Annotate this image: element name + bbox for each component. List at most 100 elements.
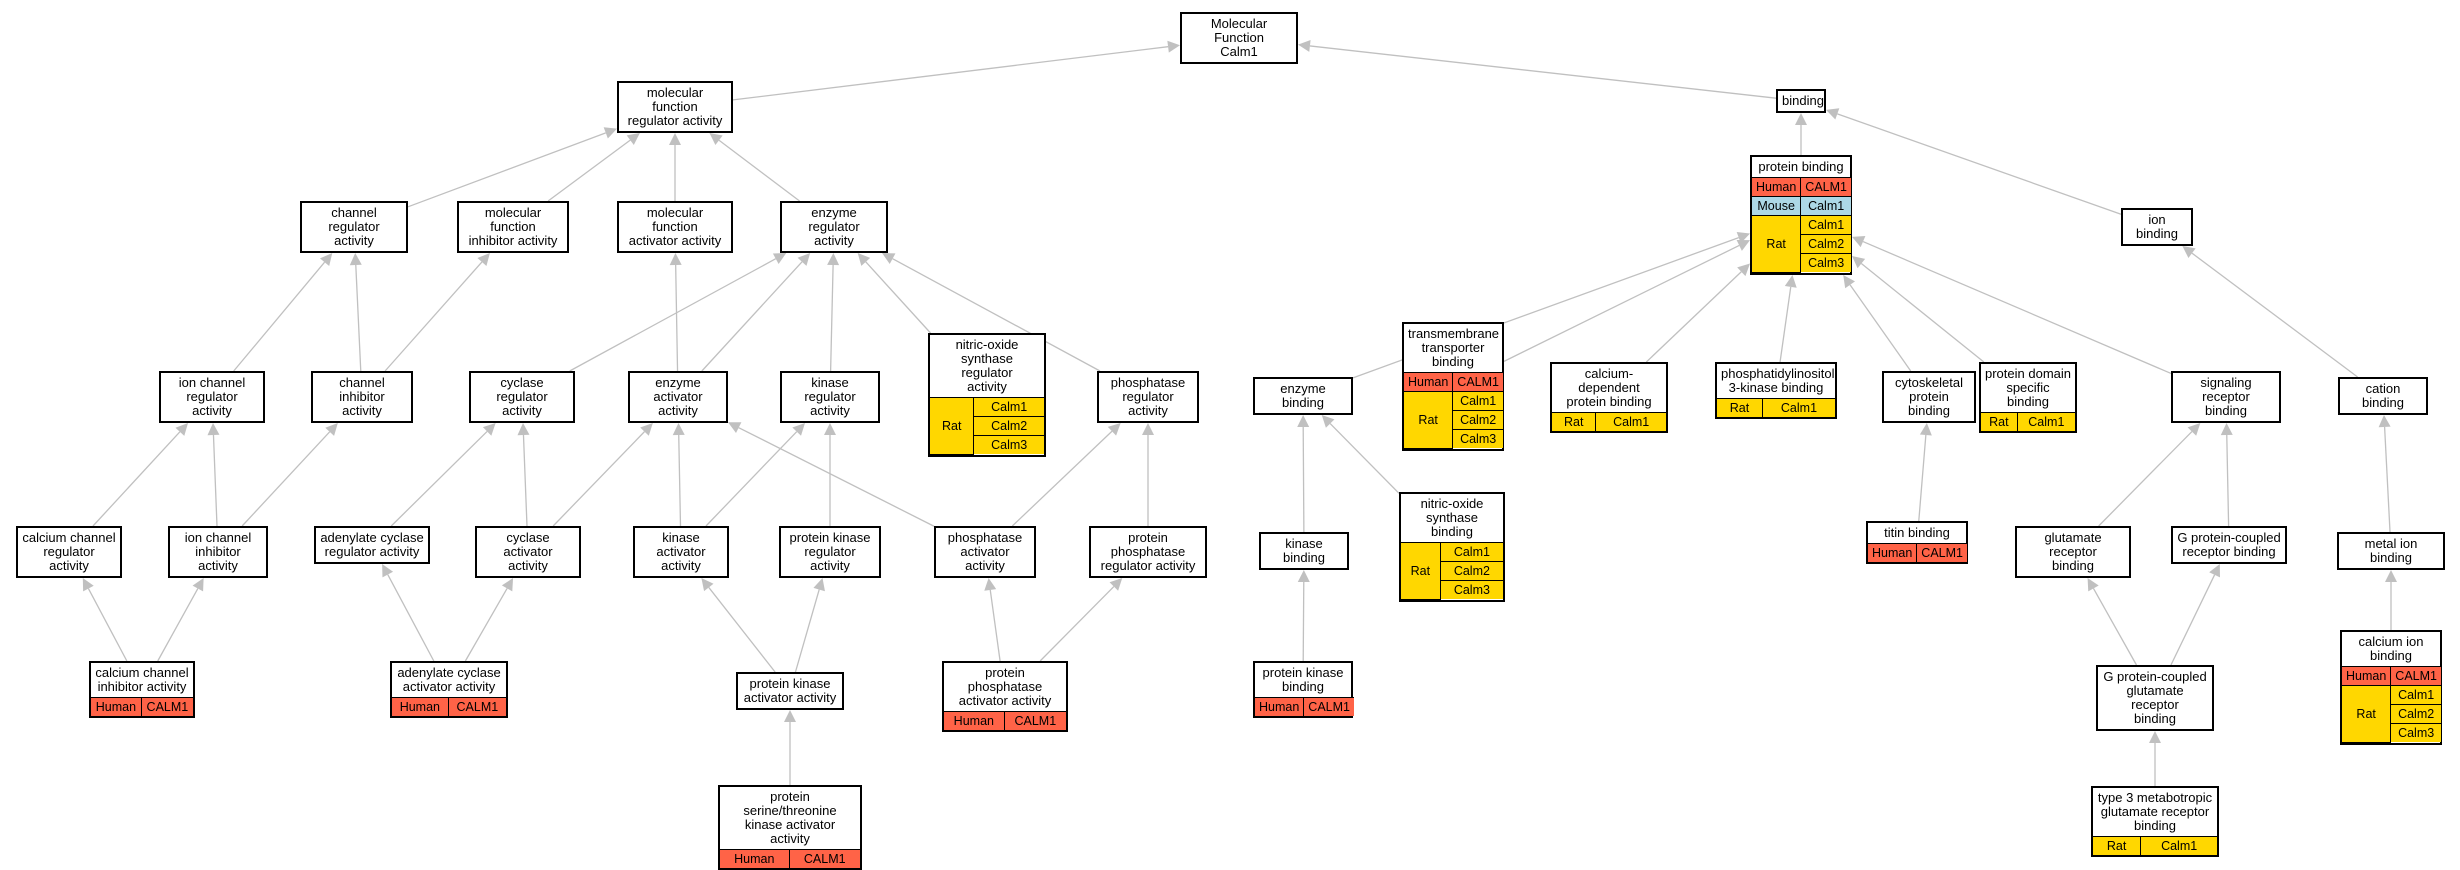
edge-chia-chra <box>355 264 362 372</box>
arrowhead-acaa-acra <box>382 564 394 578</box>
edge-kaa-kra <box>705 431 798 527</box>
node-label: enzyme binding <box>1280 381 1326 410</box>
arrowhead-cypb-pb <box>1843 275 1856 289</box>
node-binding[interactable]: binding <box>1776 89 1826 113</box>
arrowhead-t3mgrb-gpcgrb <box>2149 731 2161 743</box>
node-mib[interactable]: metal ion binding <box>2337 532 2445 570</box>
species-cell: Rat <box>930 397 975 455</box>
node-label: binding <box>1782 93 1824 108</box>
node-catb[interactable]: cation binding <box>2338 377 2428 415</box>
arrowhead-phaa-eaa <box>728 422 742 434</box>
species-cell: Mouse <box>1752 196 1802 216</box>
node-kinb[interactable]: kinase binding <box>1259 532 1349 570</box>
edge-gpcgrb-grb <box>2092 588 2138 666</box>
node-label: ion binding <box>2136 212 2178 241</box>
edge-eaa-era <box>701 261 803 372</box>
arrowhead-ppra-phra <box>1142 423 1154 435</box>
gene-cell: CALM1 <box>1452 372 1503 392</box>
edge-phaa-phra <box>1011 430 1113 527</box>
node-enzb[interactable]: enzyme binding <box>1253 377 1353 415</box>
edge-ccra-icra <box>92 431 181 527</box>
node-label: kinase binding <box>1283 536 1325 565</box>
species-cell: Human <box>944 711 1005 730</box>
edge-icra-chra <box>233 261 326 372</box>
arrowhead-srb-pb <box>1852 236 1866 248</box>
arrowhead-mfaa-mfra <box>669 133 681 145</box>
arrowhead-era-mfra <box>709 133 723 146</box>
species-cell: Rat <box>1752 215 1802 273</box>
gene-cell: Calm1 <box>1800 215 1851 235</box>
arrowhead-eaa-era <box>797 253 811 266</box>
arrowhead-icia-chia <box>325 423 338 436</box>
edge-cyra-era <box>569 258 777 372</box>
gene-cell: CALM1 <box>1303 697 1354 716</box>
node-ionb[interactable]: ion binding <box>2121 208 2193 246</box>
gene-cell: Calm1 <box>973 397 1044 417</box>
edge-chra-mfra <box>407 132 606 208</box>
arrowhead-icra-chra <box>319 253 333 267</box>
edge-ttb-pb <box>1503 244 1740 362</box>
arrowhead-nosb-enzb <box>1321 415 1335 428</box>
arrowhead-pkb-kinb <box>1297 570 1310 583</box>
edge-gpcrb-srb <box>2226 434 2230 527</box>
edge-pdsb-pb <box>1860 263 1985 363</box>
species-cell: Rat <box>2093 836 2142 855</box>
